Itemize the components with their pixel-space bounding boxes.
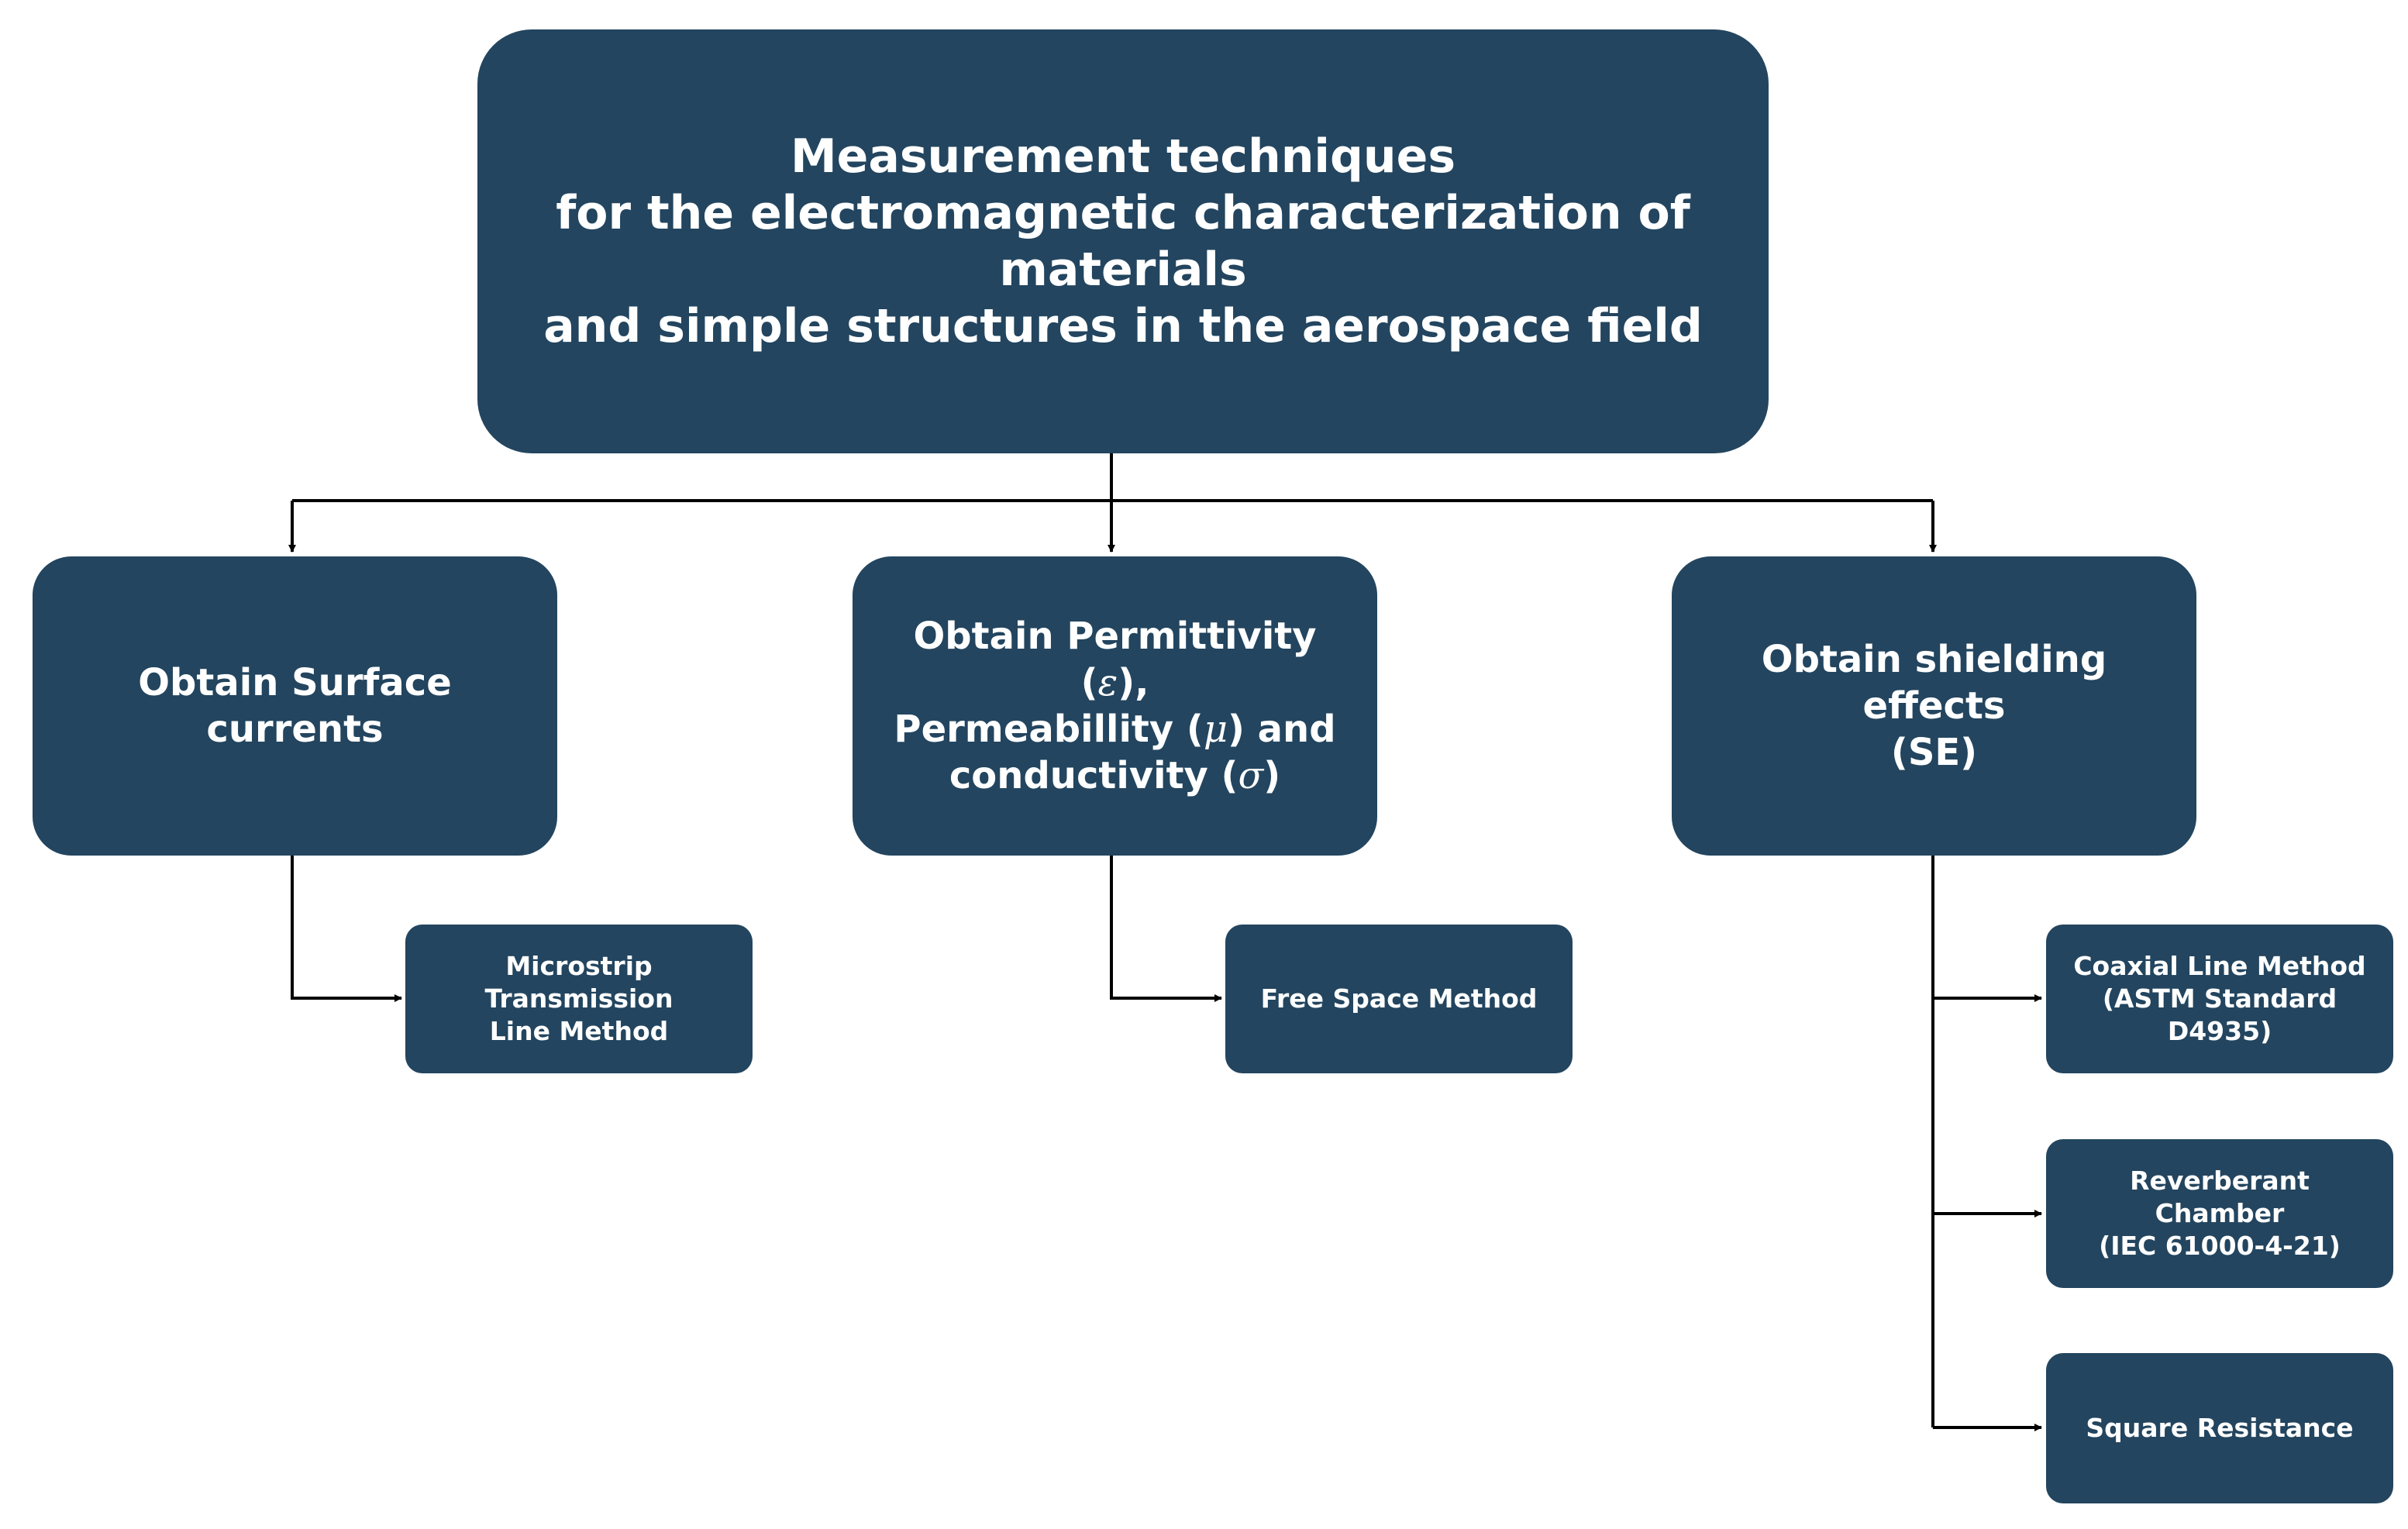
mu-symbol: μ	[1203, 708, 1228, 751]
permittivity-line: Obtain Permittivity (ε),	[913, 615, 1317, 704]
branch-surface-currents: Obtain Surface currents	[33, 556, 557, 856]
method-coaxial-line: Coaxial Line Method (ASTM Standard D4935…	[2046, 925, 2393, 1073]
method-square-resistance: Square Resistance	[2046, 1353, 2393, 1503]
permeability-line: Permeabillity (μ) and	[894, 708, 1336, 751]
root-node: Measurement techniques for the electroma…	[477, 29, 1769, 453]
branch-shielding-label: Obtain shielding effects (SE)	[1761, 638, 2107, 774]
method-microstrip: Microstrip Transmission Line Method	[405, 925, 753, 1073]
method-coaxial-line-label: Coaxial Line Method (ASTM Standard D4935…	[2073, 951, 2366, 1046]
branch-permittivity: Obtain Permittivity (ε), Permeabillity (…	[853, 556, 1377, 856]
epsilon-symbol: ε	[1097, 661, 1118, 704]
sigma-symbol: σ	[1238, 754, 1264, 797]
arrow-to-free-space	[1110, 856, 1222, 1002]
branch-shielding: Obtain shielding effects (SE)	[1672, 556, 2196, 856]
method-free-space-label: Free Space Method	[1260, 983, 1538, 1014]
method-reverberant-chamber-label: Reverberant Chamber (IEC 61000-4-21)	[2099, 1166, 2341, 1261]
method-reverberant-chamber: Reverberant Chamber (IEC 61000-4-21)	[2046, 1139, 2393, 1288]
method-microstrip-label: Microstrip Transmission Line Method	[484, 951, 673, 1046]
method-free-space: Free Space Method	[1225, 925, 1573, 1073]
branch-permittivity-label: Obtain Permittivity (ε), Permeabillity (…	[880, 613, 1349, 799]
arrow-to-microstrip	[291, 856, 402, 1002]
branch-surface-currents-label: Obtain Surface currents	[138, 661, 452, 751]
root-title: Measurement techniques for the electroma…	[543, 129, 1703, 353]
conductivity-line: conductivity (σ)	[949, 754, 1281, 797]
method-square-resistance-label: Square Resistance	[2086, 1413, 2354, 1443]
